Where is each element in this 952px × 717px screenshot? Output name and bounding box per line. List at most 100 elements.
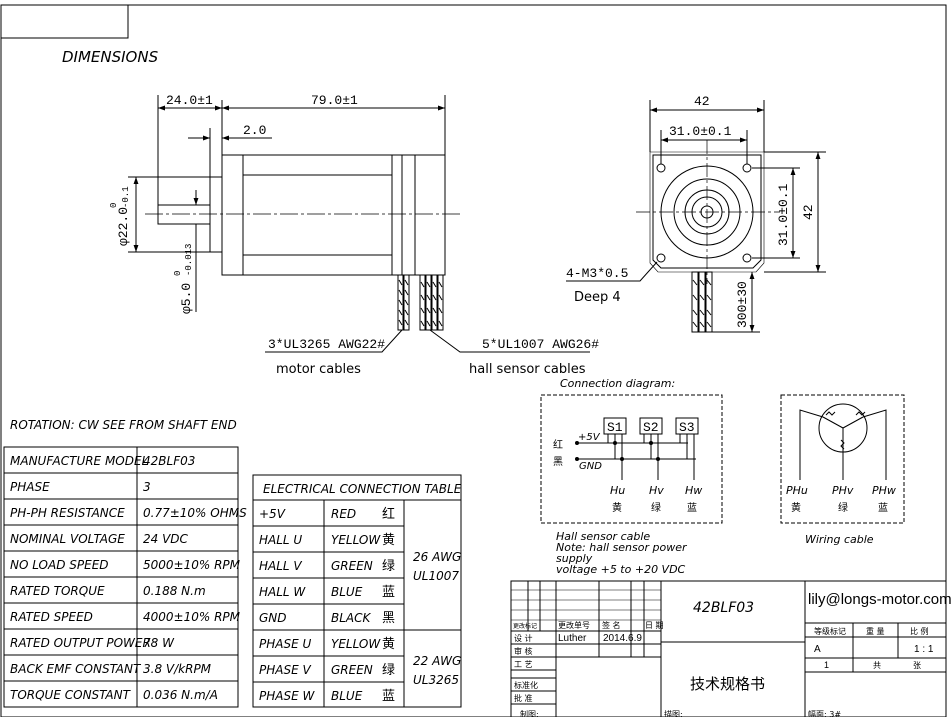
sheet-total: 1 [824, 660, 829, 670]
elec-signal: +5V [259, 507, 286, 521]
spec-label: PH-PH RESISTANCE [10, 506, 125, 520]
group2-ul: UL3265 [413, 673, 459, 687]
draw-label: 制图: [520, 709, 539, 717]
phase-w-cn: 蓝 [878, 502, 888, 514]
spec-label: TORQUE CONSTANT [10, 688, 132, 702]
elec-color-cn: 蓝 [382, 585, 395, 600]
phase-w-label: PHw [872, 484, 896, 497]
elec-signal: GND [259, 611, 287, 625]
spec-label: BACK EMF CONSTANT [10, 662, 142, 676]
document-title: 技术规格书 [690, 675, 765, 693]
phase-v-label: PHv [832, 484, 854, 497]
phase-u-label: PHu [786, 484, 808, 497]
date-label: 日 期 [645, 621, 664, 630]
dim-cable-length: 300±30 [735, 281, 750, 328]
output-hv: Hv [649, 484, 664, 497]
weight-label: 重 量 [866, 626, 885, 636]
elec-color: YELLOW [331, 637, 381, 651]
format-label: 幅面: 3# [808, 709, 841, 717]
elec-signal: HALL W [259, 585, 306, 599]
rotation-note: ROTATION: CW SEE FROM SHAFT END [10, 418, 237, 432]
trace-label: 描图: [664, 709, 683, 717]
contact-email: lily@longs-motor.com [808, 591, 952, 608]
elec-color-cn: 红 [382, 506, 395, 522]
sensor-s2-label: S2 [643, 420, 659, 435]
elec-color: RED [331, 507, 356, 521]
change-number: 更改单号 [558, 620, 590, 630]
connection-labels: Connection diagram: S1 S2 S3 +5V GND 红 黑… [553, 377, 702, 576]
hall-cable-bundle [419, 274, 444, 331]
hall-cable-label: hall sensor cables [469, 362, 586, 377]
electrical-table-text: ELECTRICAL CONNECTION TABLE +5V RED 红 HA… [259, 482, 462, 704]
elec-signal: PHASE U [259, 637, 311, 651]
title-block-text: 42BLF03 lily@longs-motor.com 技术规格书 更改标记 … [513, 591, 952, 717]
dim-hole-spacing-vertical: 31.0±0.1 [776, 183, 791, 246]
spec-value: 0.188 N.m [143, 584, 206, 598]
sheet-label: 张 [913, 661, 921, 670]
front-view-labels: 42 31.0±0.1 31.0±0.1 42 300±30 4-M3*0.5 … [566, 94, 816, 328]
motor-cable-label: motor cables [276, 362, 361, 377]
caption-line-1: Hall sensor cable [556, 530, 650, 543]
hall-cable-spec: 5*UL1007 AWG26# [482, 337, 599, 352]
elec-signal: HALL V [259, 559, 302, 573]
phase-u-cn: 黄 [791, 501, 801, 514]
output-hw-cn: 蓝 [687, 502, 697, 514]
output-hw: Hw [685, 484, 702, 497]
electrical-table-title: ELECTRICAL CONNECTION TABLE [263, 482, 462, 496]
spec-value: 24 VDC [143, 532, 189, 546]
approve-label: 批 准 [514, 693, 533, 703]
spec-value: 0.77±10% OHMS [143, 506, 247, 520]
flange-outline [652, 154, 762, 269]
hole-note: 4-M3*0.5 [566, 266, 628, 281]
output-hu-cn: 黄 [612, 501, 622, 514]
output-hu: Hu [610, 484, 625, 497]
spec-value: 3 [143, 480, 151, 494]
elec-color: BLACK [331, 611, 372, 625]
connection-diagram [540, 394, 723, 524]
gnd-label: GND [579, 461, 602, 472]
elec-color: GREEN [331, 559, 373, 573]
spec-table [3, 446, 239, 708]
spec-value: 42BLF03 [143, 454, 195, 468]
elec-color: YELLOW [331, 533, 381, 547]
group2-awg: 22 AWG [413, 654, 461, 668]
side-view-vertical-labels: φ22.0 0 -0.1 φ5.0 0 -0.013 [109, 186, 194, 314]
change-mark: 更改标记 [513, 622, 537, 630]
spec-label: RATED TORQUE [10, 584, 105, 598]
signature-label: 签 名 [602, 620, 621, 630]
stage-mark-label: 等级标记 [814, 626, 846, 636]
elec-color-cn: 绿 [382, 559, 395, 574]
title-block [510, 580, 947, 717]
wiring-diagram [780, 394, 905, 524]
wiring-labels: PHu PHv PHw 黄 绿 蓝 Wiring cable [786, 484, 896, 546]
process-label: 工 艺 [514, 660, 533, 669]
mount-hole-tl [656, 163, 666, 173]
caption-line-3: supply [556, 552, 593, 565]
spec-value: 3.8 V/kRPM [143, 662, 212, 676]
model-number: 42BLF03 [693, 600, 754, 616]
dia-boss-tol-lower: -0.1 [121, 186, 131, 208]
spec-label: RATED OUTPUT POWER [10, 636, 151, 650]
spec-value: 78 W [143, 636, 175, 650]
standard-label: 标准化 [514, 680, 538, 690]
dim-body-length: 79.0±1 [311, 93, 358, 108]
scale-value: 1 : 1 [914, 644, 934, 655]
elec-color-cn: 蓝 [382, 689, 395, 704]
sensor-s1-label: S1 [607, 420, 623, 435]
red-cn: 红 [553, 438, 563, 451]
group1-awg: 26 AWG [413, 550, 461, 564]
designer-name: Luther [558, 633, 587, 644]
spec-value: 5000±10% RPM [143, 558, 241, 572]
spec-value: 4000±10% RPM [143, 610, 241, 624]
side-view-labels: 24.0±1 79.0±1 2.0 3*UL3265 AWG22# motor … [166, 93, 599, 377]
spec-label: PHASE [10, 480, 50, 494]
review-label: 审 核 [514, 646, 533, 656]
total-label: 共 [873, 661, 881, 670]
dim-shaft-length: 24.0±1 [166, 93, 213, 108]
dim-hole-spacing: 31.0±0.1 [669, 124, 732, 139]
elec-signal: PHASE W [259, 689, 315, 703]
elec-color-cn: 绿 [382, 663, 395, 678]
mount-hole-tr [742, 163, 752, 173]
motor-boss [209, 176, 223, 253]
